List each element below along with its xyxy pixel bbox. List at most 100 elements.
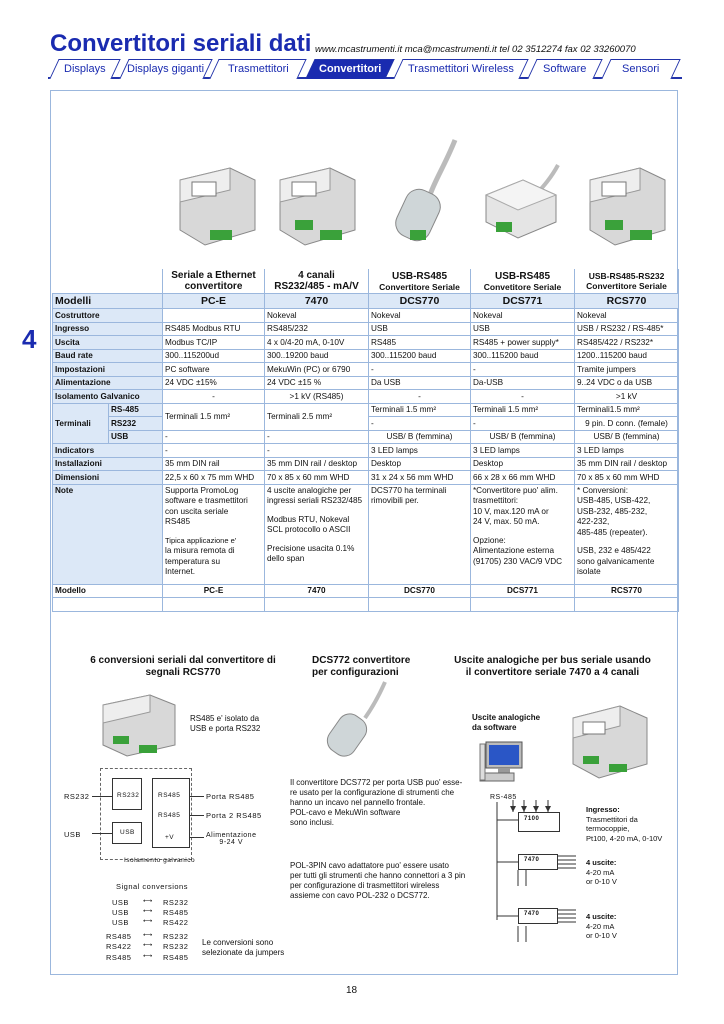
table-cell: Nokeval bbox=[574, 308, 679, 323]
table-cell: 70 x 85 x 60 mm WHD bbox=[574, 470, 679, 485]
notes-cell: * Conversioni:USB-485, USB-422,USB-232, … bbox=[574, 483, 679, 585]
table-cell: USB/ B (femmina) bbox=[368, 429, 471, 444]
device-label: 7100 bbox=[524, 816, 540, 822]
table-row: Modello PC-E 7470 DCS770 DCS771 RCS770 bbox=[52, 583, 679, 598]
models-row: Modelli PC-E 7470 DCS770 DCS771 RCS770 bbox=[52, 293, 679, 309]
product-title: 4 canali bbox=[298, 270, 335, 281]
table-cell bbox=[162, 308, 265, 323]
table-cell: 9..24 VDC o da USB bbox=[574, 375, 679, 390]
block-label: RS485 bbox=[158, 792, 181, 799]
block-label: RS232 bbox=[117, 792, 140, 799]
model-name: RCS770 bbox=[574, 583, 679, 598]
category-tab-bar: Displays Displays giganti Trasmettitori … bbox=[48, 59, 682, 79]
table-row: Uscita Modbus TC/IP 4 x 0/4-20 mA, 0-10V… bbox=[52, 335, 679, 350]
table-cell: Terminali 1.5 mm² bbox=[162, 402, 265, 431]
usb-port-label: USB bbox=[64, 830, 81, 839]
table-cell: USB/ B (femmina) bbox=[470, 429, 575, 444]
table-cell: RS485 bbox=[368, 335, 471, 350]
bus-label: RS-485 bbox=[490, 794, 517, 801]
table-cell: 300..115200ud bbox=[162, 348, 265, 363]
row-label: Isolamento Galvanico bbox=[52, 389, 163, 404]
table-row: Isolamento Galvanico - >1 kV (RS485) - -… bbox=[52, 389, 679, 404]
row-label: Ingresso bbox=[52, 321, 163, 336]
product-subtitle: RS232/485 - mA/V bbox=[274, 281, 359, 292]
model-name: DCS770 bbox=[368, 583, 471, 598]
conversion-from: USB bbox=[112, 898, 129, 907]
table-row: Alimentazione 24 VDC ±15% 24 VDC ±15 % D… bbox=[52, 375, 679, 390]
table-row: Indicators - - 3 LED lamps 3 LED lamps 3… bbox=[52, 443, 679, 458]
signal-conversions-title: Signal conversions bbox=[116, 882, 188, 891]
table-row: Baud rate 300..115200ud 300..19200 baud … bbox=[52, 348, 679, 363]
table-cell: USB / RS232 / RS-485* bbox=[574, 321, 679, 336]
table-cell: Terminali1.5 mm² bbox=[574, 402, 679, 417]
model-name: 7470 bbox=[264, 293, 369, 309]
tab-trasmettitori-wireless[interactable]: Trasmettitori Wireless bbox=[393, 59, 529, 79]
table-row: USB - - USB/ B (femmina) USB/ B (femmina… bbox=[53, 429, 679, 444]
tab-displays[interactable]: Displays bbox=[49, 59, 121, 79]
model-name: DCS771 bbox=[470, 583, 575, 598]
port-label: Porta 2 RS485 bbox=[206, 811, 262, 820]
table-cell: 1200..115200 baud bbox=[574, 348, 679, 363]
table-cell: Terminali 2.5 mm² bbox=[264, 402, 369, 431]
model-name: 7470 bbox=[264, 583, 369, 598]
table-cell: - bbox=[470, 389, 575, 404]
table-row: Dimensioni 22,5 x 60 x 75 mm WHD 70 x 85… bbox=[52, 470, 679, 485]
connector-line bbox=[190, 815, 204, 816]
table-cell: Da USB bbox=[368, 375, 471, 390]
connector-line bbox=[92, 796, 112, 797]
pol3pin-description: POL-3PIN cavo adattatore puo' essere usa… bbox=[290, 861, 466, 900]
product-photo-rcs770 bbox=[589, 167, 666, 246]
table-cell: MekuWin (PC) or 6790 bbox=[264, 362, 369, 377]
bidirectional-arrow-icon: ⟷ bbox=[143, 908, 153, 915]
table-cell: - bbox=[368, 362, 471, 377]
table-cell: - bbox=[162, 389, 265, 404]
tab-sensori[interactable]: Sensori bbox=[601, 59, 681, 79]
tab-convertitori[interactable]: Convertitori bbox=[305, 59, 395, 79]
tab-displays-giganti[interactable]: Displays giganti bbox=[119, 59, 213, 79]
table-cell: 9 pin. D conn. (female) bbox=[574, 416, 679, 431]
isolation-label: Isolamento galvanico bbox=[124, 857, 196, 864]
table-cell: 35 mm DIN rail / desktop bbox=[264, 456, 369, 471]
row-label: Impostazioni bbox=[52, 362, 163, 377]
conversion-from: USB bbox=[112, 918, 129, 927]
table-row: RS232 - - 9 pin. D conn. (female) bbox=[53, 416, 679, 431]
product-title: USB-RS485-RS232 bbox=[588, 271, 665, 281]
table-cell: 300..19200 baud bbox=[264, 348, 369, 363]
table-row: Impostazioni PC software MekuWin (PC) or… bbox=[52, 362, 679, 377]
conversion-to: RS485 bbox=[163, 908, 189, 917]
product-photo-dcs771 bbox=[484, 164, 560, 239]
conversion-to: RS232 bbox=[163, 942, 189, 951]
tab-software[interactable]: Software bbox=[527, 59, 603, 79]
conversion-from: RS485 bbox=[106, 932, 132, 941]
table-row: Terminali RS-485 Terminali 1.5 mm² Termi… bbox=[52, 402, 679, 444]
rs485-bus-diagram bbox=[496, 800, 576, 942]
table-cell: RS485/232 bbox=[264, 321, 369, 336]
bidirectional-arrow-icon: ⟷ bbox=[143, 918, 153, 925]
table-cell: Nokeval bbox=[264, 308, 369, 323]
connector-line bbox=[92, 833, 112, 834]
device-7470 bbox=[518, 908, 558, 924]
product-photo-7470 bbox=[279, 167, 356, 246]
table-cell: - bbox=[264, 443, 369, 458]
table-cell: Desktop bbox=[470, 456, 575, 471]
table-cell: >1 kV (RS485) bbox=[264, 389, 369, 404]
table-cell: 70 x 85 x 60 mm WHD bbox=[264, 470, 369, 485]
block-label: RS485 bbox=[158, 812, 181, 819]
table-cell: - bbox=[368, 389, 471, 404]
table-cell: 31 x 24 x 56 mm WHD bbox=[368, 470, 471, 485]
model-name: RCS770 bbox=[574, 293, 679, 309]
product-subtitle: Convertitore Seriale bbox=[379, 281, 460, 292]
notes-cell: *Convertitore puo' alim.trasmettitori:10… bbox=[470, 483, 575, 585]
bidirectional-arrow-icon: ⟷ bbox=[143, 953, 153, 960]
tab-trasmettitori[interactable]: Trasmettitori bbox=[209, 59, 307, 79]
